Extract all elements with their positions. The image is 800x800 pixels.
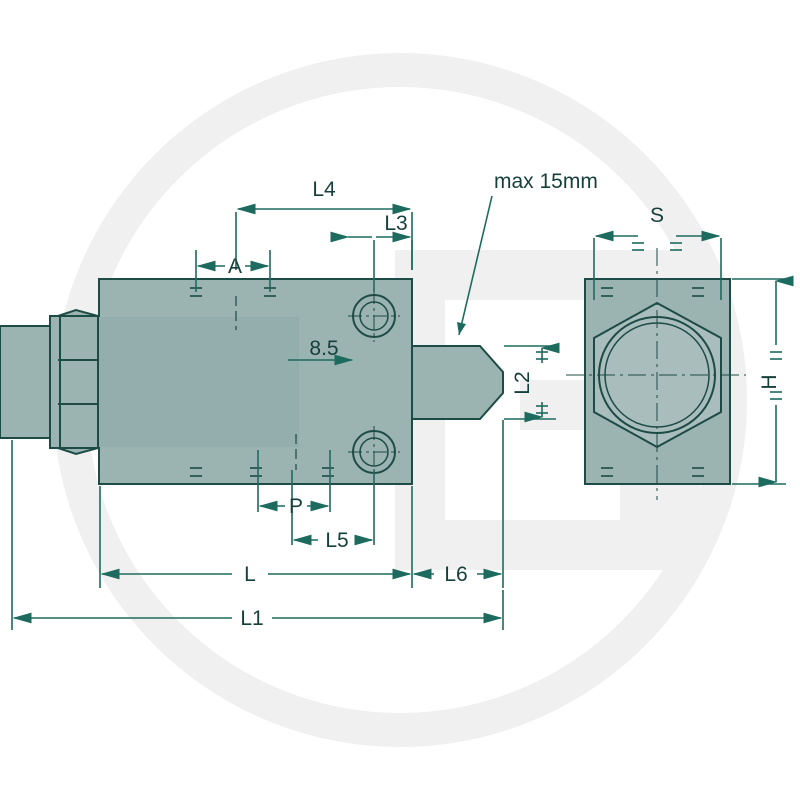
front-view-geometry [566, 248, 746, 500]
label-h: H [758, 374, 781, 389]
label-8-5: 8.5 [309, 337, 338, 360]
label-p: P [289, 495, 303, 518]
label-a: A [228, 255, 242, 278]
label-l6: L6 [444, 563, 467, 586]
dimension-lines [11, 195, 794, 630]
label-l2: L2 [511, 371, 534, 394]
dimension-labels: L4 L3 A max 15mm 8.5 L2 S H P L5 L L6 L1 [228, 170, 781, 630]
label-max15mm: max 15mm [494, 170, 598, 193]
label-l4: L4 [312, 178, 336, 201]
side-view-geometry [0, 278, 504, 485]
label-l: L [244, 563, 256, 586]
label-l1: L1 [240, 607, 263, 630]
label-l3: L3 [384, 212, 407, 235]
label-s: S [650, 204, 664, 227]
label-l5: L5 [325, 529, 348, 552]
